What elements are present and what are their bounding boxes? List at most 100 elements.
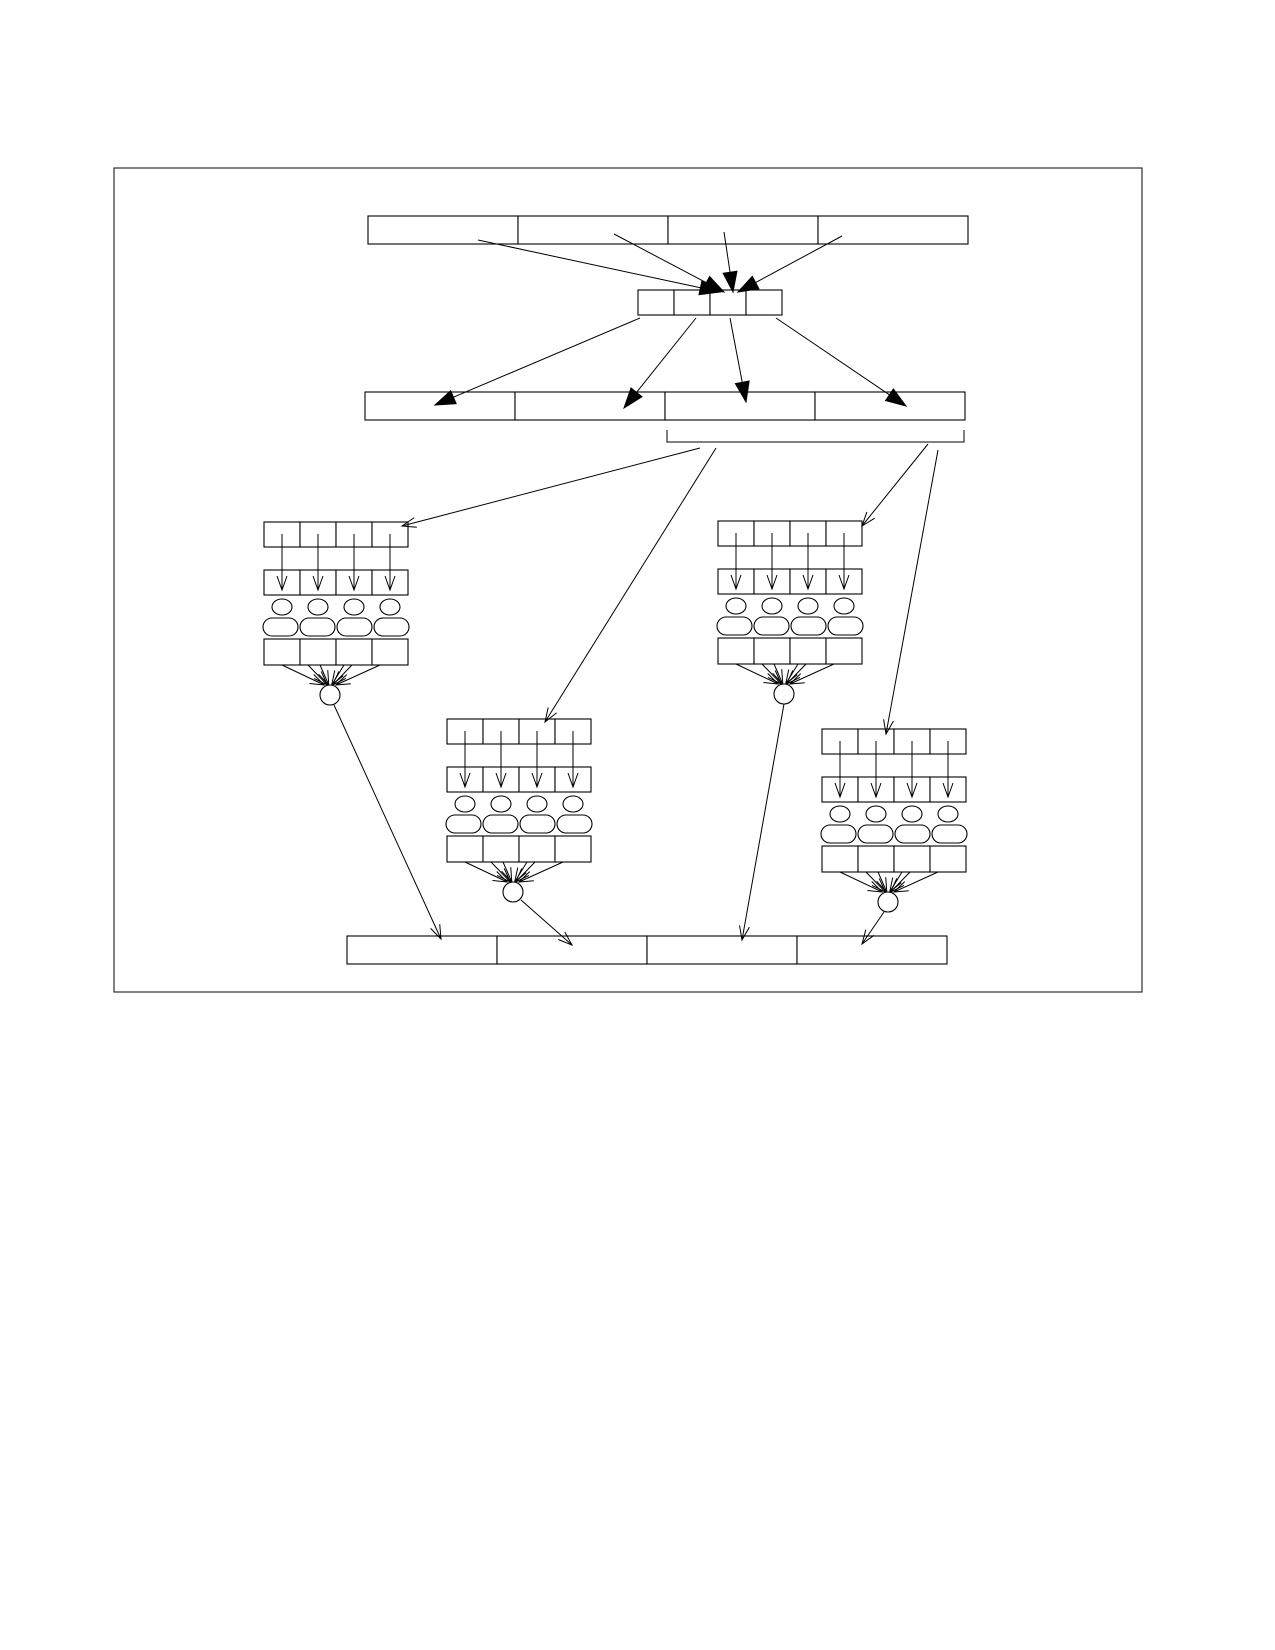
pipeline-1-pill-2	[299, 617, 336, 637]
pipeline-1-lane-arrow-1-head	[276, 575, 288, 592]
gather-arrow-1-shaft	[477, 239, 701, 289]
collect-arrow-2-shaft	[520, 899, 573, 946]
pipeline-3-reduce-arrow-6-shaft	[789, 663, 835, 685]
pipeline-1-reduce-arrow-5-shaft	[332, 664, 353, 686]
pipeline-2-output-cell-1	[446, 835, 484, 863]
dispatch-arrow-3-shaft	[861, 443, 929, 527]
pipeline-1-output-cell-3	[335, 638, 373, 666]
pipeline-3-output-cell-4	[825, 637, 863, 665]
pipeline-4-reduce-arrow-2-shaft	[865, 871, 886, 893]
pipeline-3-node-1	[725, 597, 747, 615]
output-array-cell-3	[646, 935, 798, 965]
pipeline-2-reduce-arrow-6-shaft	[518, 861, 564, 883]
gather-arrow-4-shaft	[755, 235, 843, 283]
scatter-arrow-2-head	[623, 387, 643, 410]
pipeline-4-reduce-arrow-5-shaft	[890, 871, 911, 893]
pipeline-3-reduce-arrow-3-shaft	[773, 663, 784, 685]
pipeline-2-node-3	[526, 795, 548, 813]
pipeline-1-node-2	[307, 598, 329, 616]
pipeline-2-output-cell-4	[554, 835, 592, 863]
pipeline-2-lane-arrow-4-head	[567, 772, 579, 789]
pipeline-1-output-cell-1	[263, 638, 301, 666]
pipeline-4-node-3	[901, 805, 923, 823]
split-array-cell-1	[364, 391, 516, 421]
scatter-arrow-1-head	[433, 389, 457, 406]
scatter-arrow-4-shaft	[775, 317, 890, 396]
gather-arrow-2-head	[702, 275, 726, 293]
pipeline-1-reduce-arrow-6-head	[334, 674, 351, 686]
pipeline-1-node-4	[379, 598, 401, 616]
pipeline-4-output-cell-4	[929, 845, 967, 873]
pipeline-3-reduce-arrow-1-head	[763, 673, 780, 685]
dispatch-arrow-4-head	[883, 719, 894, 736]
pipeline-1-node-1	[271, 598, 293, 616]
pipeline-3-node-3	[797, 597, 819, 615]
pipeline-4-node-1	[829, 805, 851, 823]
pipeline-3-output-cell-3	[789, 637, 827, 665]
output-array-cell-1	[346, 935, 498, 965]
pipeline-2-node-1	[454, 795, 476, 813]
pipeline-3-lane-arrow-2-head	[766, 574, 778, 591]
split-array-cell-2	[514, 391, 666, 421]
pipeline-1-lane-arrow-4-head	[384, 575, 396, 592]
pipeline-3-output-cell-2	[753, 637, 791, 665]
scatter-arrow-1-shaft	[453, 317, 641, 398]
output-array-cell-4	[796, 935, 948, 965]
collect-arrow-4-head	[861, 929, 875, 946]
top-array-cell-1	[367, 215, 519, 245]
pipeline-3-pill-2	[753, 616, 790, 636]
pipeline-3-output-cell-1	[717, 637, 755, 665]
pipeline-2-pill-1	[445, 814, 482, 834]
pipeline-3-pill-4	[827, 616, 864, 636]
pipeline-4-pill-3	[894, 824, 931, 844]
collect-arrow-3-shaft	[741, 703, 785, 941]
pipeline-2-reduce-arrow-1-shaft	[464, 861, 508, 883]
pipeline-1-lane-arrow-3-head	[348, 575, 360, 592]
pipeline-1-pill-3	[336, 617, 373, 637]
diagram-frame	[113, 167, 1143, 993]
dispatch-arrow-4-shaft	[885, 449, 939, 735]
pipeline-1-reduce-arrow-1-head	[309, 674, 326, 686]
gather-arrow-3-shaft	[723, 231, 731, 273]
pipeline-3-reduce-arrow-2-shaft	[761, 663, 782, 685]
top-array-cell-3	[667, 215, 819, 245]
gather-arrow-4-head	[736, 275, 760, 293]
pipeline-2-node-2	[490, 795, 512, 813]
pipeline-4-reduce-arrow-6-shaft	[893, 871, 939, 893]
pipeline-2-reduce-node	[502, 881, 524, 903]
pipeline-1-output-cell-2	[299, 638, 337, 666]
pipeline-4-lane-arrow-4-head	[942, 782, 954, 799]
pipeline-2-lane-arrow-1-head	[459, 772, 471, 789]
scatter-arrow-4-head	[884, 388, 908, 407]
dispatch-arrow-2-head	[544, 707, 557, 724]
pipeline-1-output-cell-4	[371, 638, 409, 666]
pipeline-4-lane-arrow-3-head	[906, 782, 918, 799]
pipeline-4-output-cell-2	[857, 845, 895, 873]
pipeline-2-pill-4	[556, 814, 593, 834]
collect-arrow-3-head	[739, 925, 750, 942]
pipeline-4-output-cell-1	[821, 845, 859, 873]
middle-array-cell-1	[637, 289, 675, 316]
pipeline-3-reduce-arrow-6-head	[788, 673, 805, 685]
top-array-cell-4	[817, 215, 969, 245]
pipeline-2-node-4	[562, 795, 584, 813]
middle-array-cell-2	[673, 289, 711, 316]
pipeline-2-reduce-arrow-3-shaft	[502, 861, 513, 883]
middle-array-cell-3	[709, 289, 747, 316]
scatter-arrow-3-head	[734, 380, 750, 404]
pipeline-2-output-cell-3	[518, 835, 556, 863]
pipeline-1-reduce-node	[319, 684, 341, 706]
pipeline-1-lane-arrow-2-head	[312, 575, 324, 592]
pipeline-2-reduce-arrow-1-head	[492, 871, 509, 883]
pipeline-3-reduce-node	[773, 683, 795, 705]
collect-arrow-1-shaft	[333, 704, 442, 940]
scatter-arrow-3-shaft	[729, 317, 743, 383]
pipeline-3-reduce-arrow-5-shaft	[786, 663, 807, 685]
pipeline-3-node-2	[761, 597, 783, 615]
pipeline-3-reduce-arrow-1-shaft	[735, 663, 779, 685]
pipeline-3-lane-arrow-4-head	[838, 574, 850, 591]
pipeline-4-pill-2	[857, 824, 894, 844]
dispatch-arrow-2-shaft	[544, 447, 717, 723]
pipeline-4-pill-1	[820, 824, 857, 844]
